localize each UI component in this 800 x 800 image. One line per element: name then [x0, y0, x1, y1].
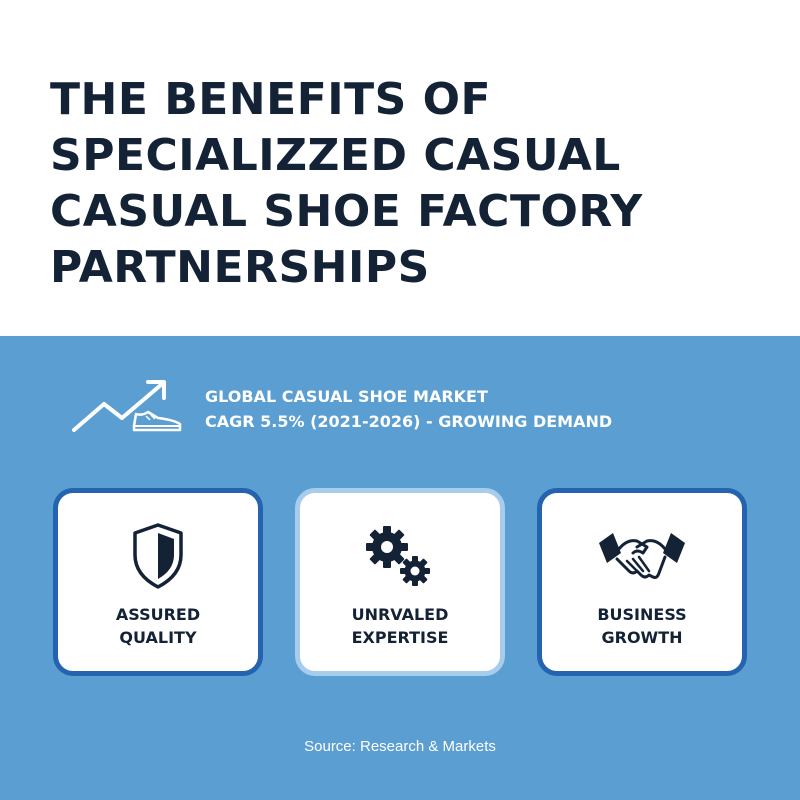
- market-cagr: CAGR 5.5% (2021-2026) - GROWING DEMAND: [205, 412, 613, 431]
- card-label-line-2: GROWTH: [601, 628, 683, 647]
- card-label-line-2: QUALITY: [119, 628, 197, 647]
- title-line-3: CASUAL SHOE FACTORY: [50, 186, 643, 237]
- market-title: GLOBAL CASUAL SHOE MARKET: [205, 387, 488, 406]
- gears-icon: [366, 526, 430, 586]
- benefit-card-expertise: UNRVALED EXPERTISE: [295, 488, 505, 676]
- card-label-line-2: EXPERTISE: [351, 628, 449, 647]
- title-line-2: SPECIALIZZED CASUAL: [50, 130, 621, 181]
- title-section: THE BENEFITS OF SPECIALIZZED CASUAL CASU…: [0, 0, 800, 336]
- page-title: THE BENEFITS OF SPECIALIZZED CASUAL CASU…: [50, 72, 770, 296]
- card-label: ASSURED QUALITY: [58, 603, 258, 649]
- market-stat: GLOBAL CASUAL SHOE MARKET CAGR 5.5% (202…: [205, 384, 612, 434]
- growth-arrow-shoe-icon: [72, 380, 182, 432]
- handshake-icon: [599, 533, 685, 579]
- card-label: BUSINESS GROWTH: [542, 603, 742, 649]
- shield-icon: [133, 523, 183, 589]
- card-label-line-1: UNRVALED: [351, 605, 449, 624]
- benefit-card-growth: BUSINESS GROWTH: [537, 488, 747, 676]
- benefit-card-quality: ASSURED QUALITY: [53, 488, 263, 676]
- title-line-4: PARTNERSHIPS: [50, 242, 430, 293]
- title-line-1: THE BENEFITS OF: [50, 74, 492, 125]
- card-label-line-1: ASSURED: [115, 605, 201, 624]
- benefits-section: GLOBAL CASUAL SHOE MARKET CAGR 5.5% (202…: [0, 336, 800, 800]
- source-citation: Source: Research & Markets: [304, 738, 496, 755]
- card-label: UNRVALED EXPERTISE: [300, 603, 500, 649]
- card-label-line-1: BUSINESS: [597, 605, 687, 624]
